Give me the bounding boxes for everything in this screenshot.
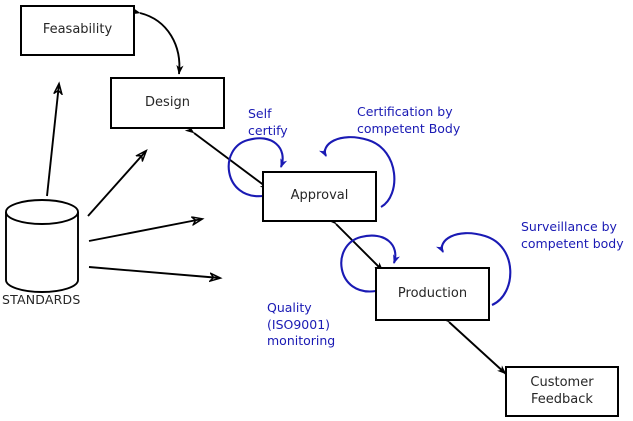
edge-standards-approval (88, 219, 202, 242)
node-production[interactable]: Production (375, 267, 490, 321)
self-loop-approval-left (227, 137, 288, 198)
self-loop-production-left (340, 234, 400, 293)
node-design[interactable]: Design (110, 77, 225, 129)
node-feasability[interactable]: Feasability (20, 5, 135, 56)
self-loop-approval-right (319, 136, 396, 208)
node-approval-label: Approval (290, 188, 349, 204)
edge-production-customer-feedback (440, 313, 507, 375)
edge-standards-design (87, 151, 146, 217)
annotation-certification-by-competent-body: Certification by competent Body (357, 104, 461, 136)
annotation-self-certify: Self certify (248, 106, 288, 138)
edge-standards-production (88, 266, 220, 278)
edge-feasability-design (130, 7, 184, 75)
node-approval[interactable]: Approval (262, 171, 377, 222)
annotation-surveillance-by-competent-body: Surveillance by competent body (521, 219, 624, 251)
edge-standards-feasability (46, 84, 59, 197)
self-loop-production-right (436, 232, 512, 306)
node-design-label: Design (145, 94, 190, 110)
edge-approval-production (327, 215, 384, 272)
node-customer-feedback-label: Customer Feedback (530, 374, 594, 407)
node-feasability-label: Feasability (42, 22, 113, 38)
node-standards-label: STANDARDS (2, 292, 81, 307)
node-production-label: Production (397, 285, 468, 301)
node-customer-feedback[interactable]: Customer Feedback (505, 366, 619, 417)
annotation-quality-iso9001-monitoring: Quality (ISO9001) monitoring (267, 300, 336, 349)
edge-design-approval (184, 124, 270, 190)
